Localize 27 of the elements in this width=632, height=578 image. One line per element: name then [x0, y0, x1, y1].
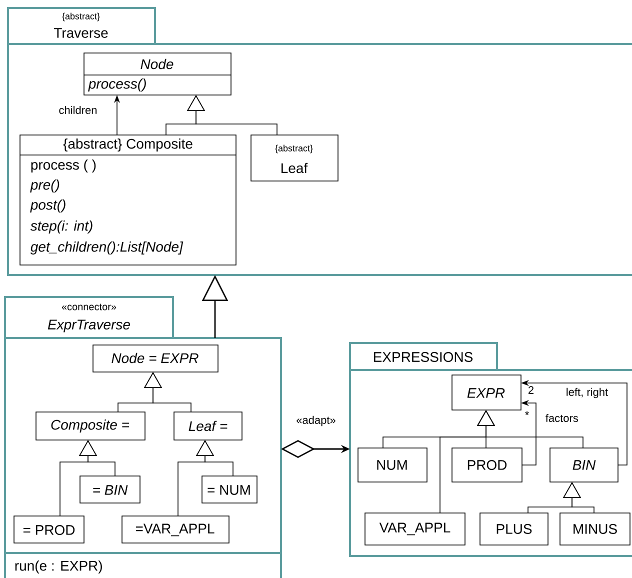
edge-label: «adapt»: [295, 414, 337, 428]
class-box: {abstract} Leaf: [250, 134, 338, 182]
class-box: Node process(): [84, 52, 232, 96]
class-box: = NUM: [202, 476, 258, 504]
class-box: NUM: [358, 448, 428, 482]
inheritance-arrow: [78, 440, 116, 476]
multiplicity-label: 2: [528, 386, 534, 394]
class-box: PROD: [452, 448, 522, 482]
edge-label: children: [58, 104, 98, 116]
class-box: EXPR: [452, 374, 522, 410]
inheritance-arrow: [196, 440, 234, 476]
class-box: MINUS: [560, 512, 630, 546]
class-box: Composite =: [36, 412, 146, 440]
class-box: PLUS: [480, 512, 548, 546]
class-box: = BIN: [80, 476, 140, 504]
inheritance-arrow: [562, 482, 594, 514]
class-box: Leaf =: [174, 412, 242, 440]
class-box: {abstract} Composite process ( ) pre() post() step(i: int) get_children():List[Node]: [20, 134, 236, 266]
class-box: VAR_APPL: [364, 512, 466, 546]
class-box: BIN: [550, 448, 618, 482]
inheritance-arrow: [144, 372, 192, 412]
inheritance-arrow: [186, 95, 278, 136]
class-box: =VAR_APPL: [122, 516, 230, 544]
class-box: = PROD: [14, 516, 84, 544]
class-box: Node = EXPR: [92, 344, 218, 372]
multiplicity-label: *: [525, 411, 529, 416]
inheritance-arrow: [476, 410, 584, 448]
